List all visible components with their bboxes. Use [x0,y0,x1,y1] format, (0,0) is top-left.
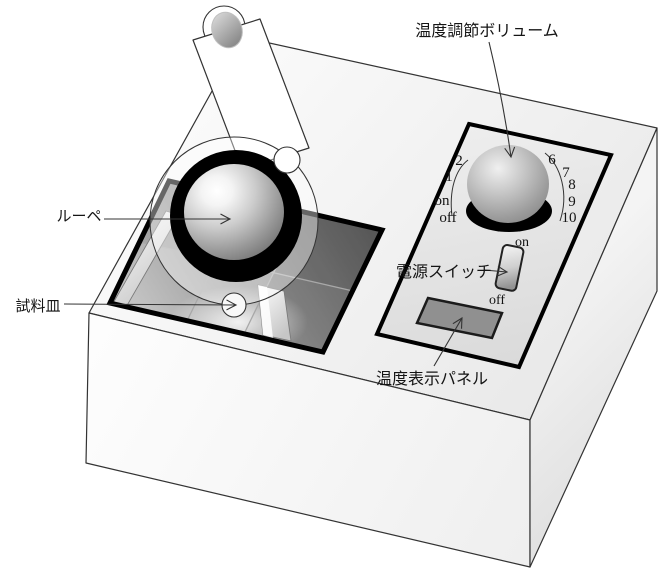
switch-mark-on: on [515,235,529,250]
leader-power-switch [483,265,509,277]
dial-scale-arc-right [544,152,565,222]
label-power-switch: 電源スイッチ [396,263,492,281]
loupe-arm-assembly [192,5,310,170]
dial-mark-9: 9 [568,194,576,210]
control-panel: off on 1 2 6 7 8 9 10 on off [374,121,614,370]
loupe-lens-assembly [149,136,319,318]
leader-sample-dish [63,299,238,311]
label-temperature-display: 温度表示パネル [376,370,488,388]
dial-mark-6: 6 [548,152,556,168]
dial-mark-on: on [435,193,451,209]
stage-wedge-highlight [258,285,273,338]
dial-scale-arc-left [450,159,469,217]
loupe-arm-joint [273,146,301,174]
switch-mark-off: off [489,293,505,308]
dial-mark-8: 8 [568,177,576,193]
dial-mark-2: 2 [455,153,463,169]
dial-mark-off: off [439,210,456,226]
dial-mark-1: 1 [445,169,453,185]
leader-lines [63,41,516,367]
leader-temperature-knob [488,41,516,159]
loupe-pivot-knob [211,11,243,49]
dial-mark-7: 7 [562,165,570,181]
dial-mark-10: 10 [562,210,577,226]
box-right-face [529,127,658,568]
label-temperature-knob: 温度調節ボリューム [415,22,559,40]
leader-temperature-display [433,316,463,367]
temp-knob [467,145,549,223]
label-sample-dish: 試料皿 [15,298,60,315]
loupe-lens-ball [184,164,284,260]
label-loupe: ルーペ [56,209,101,225]
